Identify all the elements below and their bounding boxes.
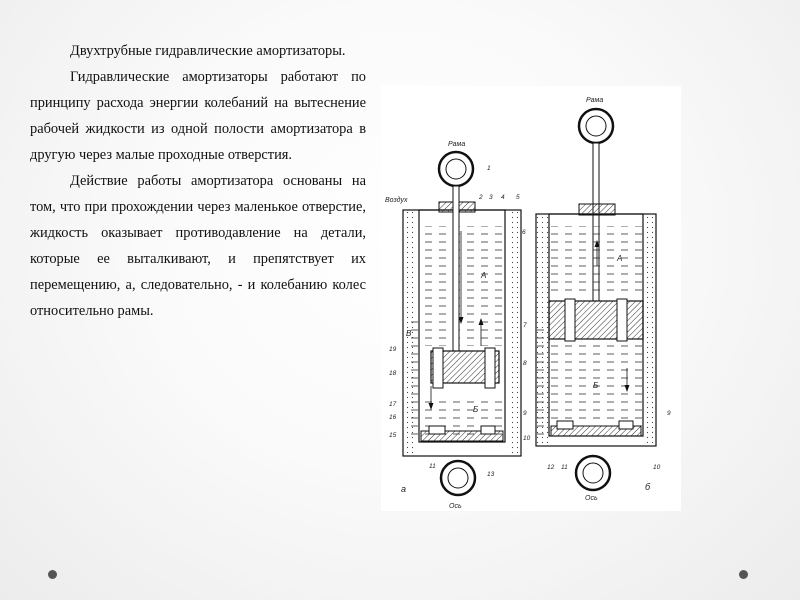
part-number: 6 — [522, 229, 526, 236]
part-number: 5 — [516, 194, 520, 201]
heading-paragraph: Двухтрубные гидравлические амортизаторы. — [70, 43, 346, 59]
absorber-b — [535, 107, 657, 492]
axle-label-b: Ось — [585, 495, 598, 502]
axle-label-a: Ось — [449, 503, 462, 510]
part-number: 11 — [429, 463, 436, 470]
part-number: 10 — [523, 435, 531, 442]
part-number: 9 — [523, 410, 527, 417]
cavity-v-label: В — [406, 329, 412, 338]
part-numbers: 1 2 3 4 5 6 7 8 9 10 11 13 15 16 17 18 1… — [389, 165, 671, 478]
part-number: 13 — [487, 471, 495, 478]
part-number: 11 — [561, 464, 568, 471]
cavity-a-label: А — [480, 271, 486, 280]
frame-label-a: Рама — [448, 141, 465, 148]
principle-paragraph: Гидравлические амортизаторы работают по … — [30, 69, 366, 163]
absorber-b-labels: Рама Ось А Б б — [585, 97, 651, 502]
air-label: Воздух — [385, 196, 408, 204]
cavity-a-label-b: А — [616, 254, 622, 263]
part-number: 7 — [523, 322, 527, 329]
body-text: Двухтрубные гидравлические амортизаторы.… — [30, 38, 366, 324]
shock-absorber-diagram: Рама Ось Воздух А Б В а — [381, 86, 681, 511]
part-number: 9 — [667, 410, 671, 417]
variant-a-label: а — [401, 484, 406, 494]
part-number: 18 — [389, 370, 397, 377]
absorber-a — [402, 150, 522, 497]
part-number: 17 — [389, 401, 397, 408]
part-number: 4 — [501, 194, 505, 201]
cavity-b-label-b: Б — [593, 381, 598, 390]
cavity-b-label: Б — [473, 405, 478, 414]
variant-b-label: б — [645, 482, 651, 492]
part-number: 3 — [489, 194, 493, 201]
part-number: 19 — [389, 346, 397, 353]
part-number: 10 — [653, 464, 661, 471]
action-paragraph: Действие работы амортизатора основаны на… — [30, 173, 366, 319]
slide-bullet-left — [48, 570, 57, 579]
part-number: 8 — [523, 360, 527, 367]
part-number: 15 — [389, 432, 397, 439]
part-number: 16 — [389, 414, 397, 421]
part-number: 1 — [487, 165, 491, 172]
slide-bullet-right — [739, 570, 748, 579]
absorber-a-labels: Рама Ось Воздух А Б В а — [385, 141, 486, 510]
part-number: 2 — [478, 194, 483, 201]
frame-label-b: Рама — [586, 97, 603, 104]
part-number: 12 — [547, 464, 555, 471]
